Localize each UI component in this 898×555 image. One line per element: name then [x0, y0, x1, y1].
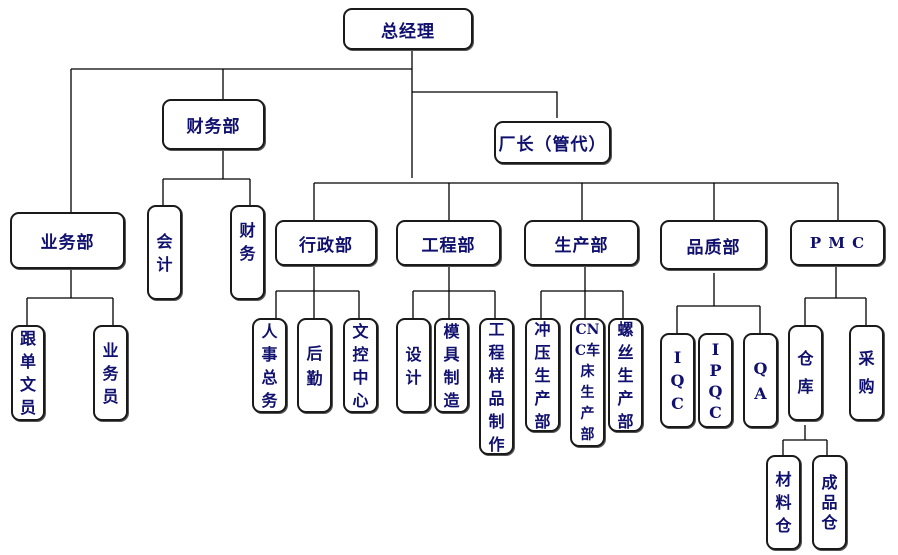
connector-sales-children [26, 270, 114, 325]
node-warehouse: 仓 库 [788, 325, 830, 421]
node-label: 厂长（管代） [498, 135, 607, 155]
node-design: 设计 [396, 318, 431, 413]
node-label: Q A [753, 358, 784, 403]
node-label: P M C [809, 234, 866, 252]
node-follow-clerk: 跟单文员 [11, 325, 45, 421]
node-label: 工程部 [421, 235, 476, 256]
node-quality-dept: 品质部 [660, 220, 767, 270]
connector-quality-children [676, 273, 761, 333]
node-label: 成品仓 [821, 472, 838, 532]
node-label: 总经理 [381, 21, 435, 42]
node-hr-general: 人事总务 [252, 318, 287, 413]
node-doc-control: 文控中心 [343, 318, 378, 413]
node-label: CNC车床生产部 [574, 321, 601, 443]
node-label: 仓 库 [797, 349, 830, 396]
node-iqc: IQC [660, 333, 695, 428]
node-eng-sample: 工程样品制作 [479, 318, 514, 455]
node-label: 生产部 [554, 235, 609, 256]
connector-finance-children [162, 150, 251, 205]
node-label: 业务部 [40, 233, 95, 253]
node-screw: 螺丝生产部 [608, 318, 643, 432]
node-raw-material: 材料仓 [766, 455, 801, 550]
node-ipqc: IPQC [698, 333, 733, 428]
connector-factory [412, 91, 558, 118]
node-qa: Q A [743, 333, 784, 428]
node-factory-manager: 厂长（管代） [494, 121, 611, 164]
node-general-manager: 总经理 [343, 8, 473, 50]
node-label: 人事总务 [261, 321, 278, 410]
node-label: 跟单文员 [20, 329, 37, 417]
node-label: 财务 [239, 221, 256, 263]
connector-eng-children [412, 266, 496, 318]
node-pmc: P M C [790, 220, 885, 266]
connector-warehouse-children [782, 425, 828, 455]
node-salesperson: 业务员 [93, 325, 128, 421]
node-finance-dept: 财务部 [162, 99, 265, 150]
connector-admin-children [275, 266, 360, 318]
node-label: 采 购 [858, 349, 891, 396]
connector-prod-children [540, 266, 624, 318]
node-mold-making: 模具制造 [434, 318, 469, 413]
node-finance: 财务 [230, 205, 265, 300]
node-label: 工程样品制作 [488, 319, 505, 454]
node-finished-goods: 成品仓 [812, 455, 847, 550]
node-label: 业务员 [102, 340, 119, 406]
node-label: 螺丝生产部 [617, 319, 634, 431]
node-label: 模具制造 [443, 321, 460, 410]
node-label: 后 勤 [306, 343, 339, 388]
node-purchasing: 采 购 [849, 325, 891, 421]
connector-dept-bus [313, 182, 839, 220]
node-label: 材料仓 [775, 470, 792, 535]
connector-pmc-children [804, 266, 867, 325]
node-label: 会计 [156, 231, 173, 274]
node-label: 设计 [405, 344, 422, 387]
node-label: 行政部 [299, 235, 353, 256]
node-label: IQC [670, 348, 685, 413]
node-admin-dept: 行政部 [275, 220, 377, 266]
node-label: IPQC [708, 339, 723, 422]
node-accounting: 会计 [147, 205, 182, 300]
node-label: 财务部 [186, 117, 241, 137]
node-engineering-dept: 工程部 [396, 220, 501, 266]
node-logistics: 后 勤 [297, 318, 339, 413]
node-label: 品质部 [686, 237, 741, 258]
node-production-dept: 生产部 [524, 220, 639, 266]
node-sales-dept: 业务部 [10, 212, 125, 269]
node-label: 文控中心 [352, 321, 369, 410]
node-cnc-lathe: CNC车床生产部 [570, 318, 605, 447]
node-label: 冲压生产部 [534, 319, 551, 431]
node-stamping: 冲压生产部 [525, 318, 560, 432]
